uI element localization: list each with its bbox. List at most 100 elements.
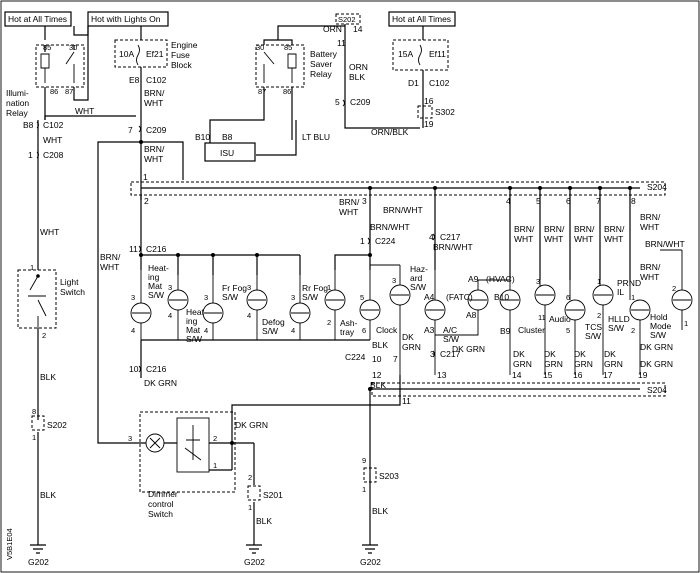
diagram-label: 2: [248, 473, 252, 482]
diagram-label: GRN: [513, 359, 532, 369]
diagram-label: BRN/WHT: [433, 242, 473, 252]
diagram-label: WHT: [75, 106, 94, 116]
diagram-label: 1: [327, 283, 331, 292]
diagram-label: DK: [513, 349, 525, 359]
diagram-label: S203: [379, 471, 399, 481]
diagram-label: BRN/: [339, 197, 360, 207]
diagram-label: WHT: [514, 234, 533, 244]
diagram-label: 1: [684, 319, 688, 328]
diagram-label: C209: [350, 97, 371, 107]
s202-top-splice: [335, 13, 361, 25]
diagram-label: B8: [222, 132, 233, 142]
diagram-label: 1: [32, 433, 36, 442]
diagram-label: Fuse: [171, 50, 190, 60]
lamp-heating-mat-1: [130, 270, 152, 340]
diagram-label: S/W: [302, 292, 318, 302]
diagram-label: 11: [129, 244, 138, 254]
diagram-label: S201: [263, 490, 283, 500]
ground-g202-left: G202: [28, 544, 49, 567]
diagram-label: 7: [596, 196, 601, 206]
diagram-label: BLK: [370, 380, 386, 390]
diagram-label: G202: [28, 557, 49, 567]
diagram-label: S302: [435, 107, 455, 117]
diagram-label: 2: [42, 331, 46, 340]
diagram-label: 86: [283, 87, 291, 96]
diagram-label: WHT: [574, 234, 593, 244]
diagram-label: BRN/: [100, 252, 121, 262]
diagram-label: Mode: [650, 321, 672, 331]
diagram-label: C217: [440, 232, 461, 242]
diagram-label: 1: [360, 236, 365, 246]
diagram-label: BLK: [40, 490, 56, 500]
diagram-label: BLK: [372, 340, 388, 350]
diagram-label: ing: [186, 316, 198, 326]
diagram-label: C208: [43, 150, 64, 160]
diagram-label: 15A: [398, 49, 413, 59]
diagram-label: 1: [30, 263, 34, 272]
lamp-hlld: [592, 280, 614, 375]
diagram-label: C102: [146, 75, 167, 85]
hot-all-times-right-label: Hot at All Times: [392, 14, 451, 24]
diagram-label: Relay: [310, 69, 332, 79]
diagram-label: 10A: [119, 49, 134, 59]
diagram-label: 1: [362, 485, 366, 494]
diagram-label: BLK: [372, 506, 388, 516]
lamp-defog: [246, 275, 268, 340]
diagram-label: C224: [375, 236, 396, 246]
diagram-label: S/W: [186, 334, 202, 344]
diagram-label: IL: [617, 287, 624, 297]
diagram-label: G202: [360, 557, 381, 567]
illumination-relay: 85 30 86 87 Illumi- nation Relay: [6, 26, 89, 120]
diagram-label: 3: [131, 293, 135, 302]
diagram-label: 4: [429, 232, 434, 242]
ground-g202-right: G202: [360, 544, 381, 567]
diagram-label: 3: [168, 283, 172, 292]
diagram-label: 4: [247, 311, 251, 320]
diagram-label: 2: [631, 326, 635, 335]
diagram-label: DK: [402, 332, 414, 342]
battery-saver-relay: 30 85 87 86 Battery Saver Relay: [255, 25, 338, 96]
hot-all-times-left-box: [4, 11, 72, 27]
diagram-label: ORN: [349, 62, 368, 72]
diagram-label: S/W: [443, 334, 459, 344]
diagram-label: A3: [424, 325, 435, 335]
diagram-label: 3: [430, 349, 435, 359]
diagram-label: 85: [284, 43, 292, 52]
diagram-label: 8: [32, 407, 36, 416]
diagram-label: 8: [631, 196, 636, 206]
diagram-label: Haz-: [410, 264, 428, 274]
diagram-label: WHT: [144, 154, 163, 164]
diagram-label: 3: [392, 276, 396, 285]
diagram-label: 16: [424, 96, 434, 106]
diagram-label: 1: [28, 150, 33, 160]
diagram-label: BRN/: [514, 224, 535, 234]
diagram-label: S/W: [585, 331, 601, 341]
diagram-label: S204: [647, 385, 667, 395]
diagram-label: 4: [506, 196, 511, 206]
diagram-label: control: [148, 499, 174, 509]
diagram-label: A4: [424, 292, 435, 302]
diagram-label: 14: [353, 24, 363, 34]
diagram-label: C216: [146, 244, 167, 254]
s204-top-bus: [130, 181, 666, 196]
diagram-label: Cluster: [518, 325, 545, 335]
diagram-label: Ash-: [340, 318, 358, 328]
diagram-label: Clock: [376, 325, 398, 335]
diagram-label: C217: [440, 349, 461, 359]
diagram-label: 2: [144, 196, 149, 206]
lamp-rr-fog: [289, 275, 311, 340]
diagram-label: WHT: [144, 98, 163, 108]
diagram-label: ORN: [323, 24, 342, 34]
diagram-label: DK GRN: [640, 359, 673, 369]
diagram-label: 13: [437, 370, 447, 380]
lamp-hazard: [370, 264, 411, 375]
diagram-label: 1: [248, 503, 252, 512]
diagram-label: ISU: [220, 148, 234, 158]
dimmer-control-switch: Dimmer control Switch 3 2 1: [97, 235, 236, 519]
diagram-label: Mat: [148, 281, 163, 291]
diagram-label: HLLD: [608, 314, 630, 324]
diagram-label: 2: [213, 434, 217, 443]
diagram-label: 7: [128, 125, 133, 135]
diagram-label: Ef11: [429, 49, 446, 59]
diagram-label: Dimmer: [148, 489, 178, 499]
